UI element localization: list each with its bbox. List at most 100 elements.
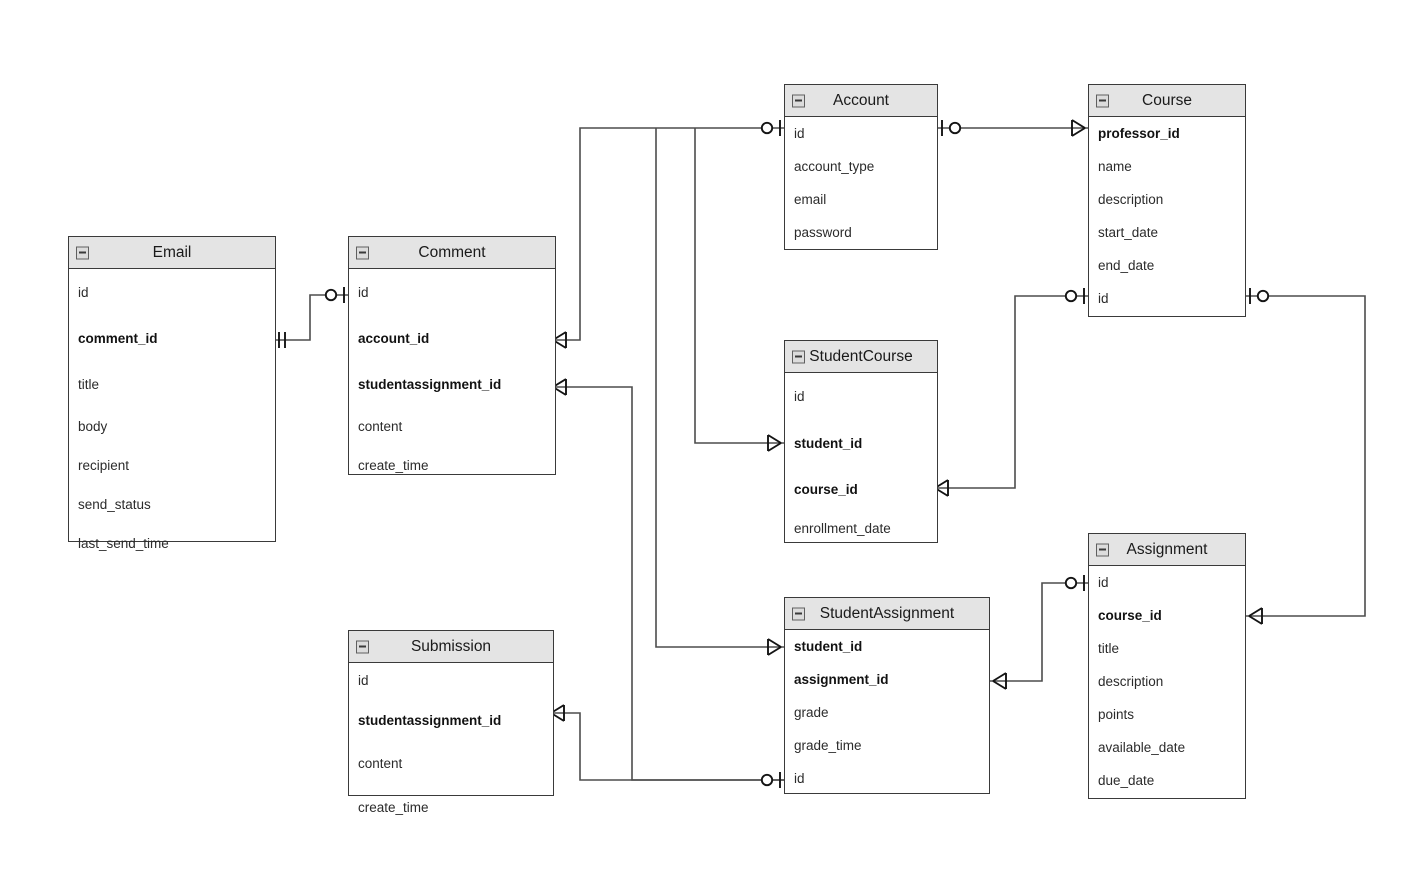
field-row[interactable]: available_date [1089, 731, 1245, 764]
field-row[interactable]: id [785, 117, 937, 150]
minus-square-icon[interactable] [792, 607, 805, 620]
field-row[interactable]: id [785, 762, 989, 795]
marker-zero-or-one-assignment-id [1064, 575, 1085, 591]
field-row[interactable]: account_type [785, 150, 937, 183]
field-row[interactable]: enrollment_date [785, 512, 937, 544]
field-row[interactable]: due_date [1089, 764, 1245, 797]
field-row-key[interactable]: course_id [1089, 599, 1245, 632]
minus-square-icon[interactable] [76, 246, 89, 259]
entity-title: StudentCourse [809, 347, 913, 365]
field-label: description [1098, 192, 1164, 207]
minus-square-icon[interactable] [356, 246, 369, 259]
field-row[interactable]: end_date [1089, 249, 1245, 282]
field-row[interactable]: create_time [349, 785, 553, 829]
entity-title: Course [1142, 91, 1192, 109]
field-label: content [358, 756, 403, 771]
field-row-key[interactable]: student_id [785, 630, 989, 663]
edge-submission-studentassignment [554, 712, 784, 781]
marker-zero-or-one-course-id-left [1064, 288, 1085, 304]
field-label: create_time [358, 458, 429, 473]
field-row[interactable]: recipient [69, 446, 275, 485]
field-label: studentassignment_id [358, 712, 502, 728]
field-row[interactable]: last_send_time [69, 524, 275, 563]
field-label: grade_time [794, 738, 862, 753]
field-row[interactable]: description [1089, 665, 1245, 698]
field-row[interactable]: send_status [69, 485, 275, 524]
field-row[interactable]: id [1089, 566, 1245, 599]
field-row[interactable]: id [785, 373, 937, 420]
field-label: grade [794, 705, 829, 720]
field-row[interactable]: points [1089, 698, 1245, 731]
field-row[interactable]: grade [785, 696, 989, 729]
field-row-key[interactable]: comment_id [69, 315, 275, 361]
marker-many-studentcourse-student [767, 434, 782, 452]
field-row[interactable]: content [349, 742, 553, 785]
field-row[interactable]: content [349, 407, 555, 446]
field-label: course_id [1098, 608, 1162, 623]
field-row[interactable]: id [349, 269, 555, 315]
field-row[interactable]: create_time [349, 446, 555, 485]
marker-many-studentassignment-student [767, 638, 782, 656]
field-row[interactable]: id [349, 663, 553, 698]
field-row[interactable]: email [785, 183, 937, 216]
field-label: due_date [1098, 773, 1155, 788]
field-row-key[interactable]: studentassignment_id [349, 698, 553, 742]
field-label: points [1098, 707, 1135, 722]
minus-square-icon[interactable] [792, 350, 805, 363]
field-row-key[interactable]: assignment_id [785, 663, 989, 696]
minus-square-icon[interactable] [792, 94, 805, 107]
edge-email-comment [276, 294, 348, 341]
edge-studentassignment-account [655, 128, 784, 648]
edge-course-assignment [1246, 295, 1366, 617]
minus-square-icon[interactable] [1096, 543, 1109, 556]
minus-square-icon[interactable] [356, 640, 369, 653]
field-label: send_status [78, 497, 151, 512]
field-row[interactable]: description [1089, 183, 1245, 216]
field-label: id [1098, 291, 1109, 306]
field-row[interactable]: start_date [1089, 216, 1245, 249]
field-row-key[interactable]: professor_id [1089, 117, 1245, 150]
minus-square-icon[interactable] [1096, 94, 1109, 107]
entity-header: Submission [349, 631, 553, 663]
marker-one-mandatory-email [278, 332, 286, 348]
field-label: id [358, 673, 369, 688]
field-row[interactable]: id [1089, 282, 1245, 315]
field-label: start_date [1098, 225, 1159, 240]
field-row[interactable]: title [69, 361, 275, 407]
marker-zero-or-one-comment-id [324, 287, 345, 303]
field-label: id [358, 284, 369, 300]
field-row[interactable]: title [1089, 632, 1245, 665]
edge-studentcourse-account [694, 128, 784, 444]
field-label: recipient [78, 458, 130, 473]
field-label: studentassignment_id [358, 376, 502, 392]
entity-header: Email [69, 237, 275, 269]
field-row-key[interactable]: student_id [785, 420, 937, 466]
marker-zero-or-one-course-id-right [1249, 288, 1270, 304]
field-row-key[interactable]: account_id [349, 315, 555, 361]
field-label: content [358, 419, 403, 434]
field-label: name [1098, 159, 1132, 174]
field-label: end_date [1098, 258, 1155, 273]
field-row[interactable]: name [1089, 150, 1245, 183]
field-row-key[interactable]: studentassignment_id [349, 361, 555, 407]
field-row[interactable]: id [69, 269, 275, 315]
field-label: id [794, 389, 805, 404]
field-row[interactable]: body [69, 407, 275, 446]
field-label: id [78, 284, 89, 300]
field-row[interactable]: password [785, 216, 937, 249]
marker-many-studentassignment-assignment [992, 672, 1007, 690]
field-row-key[interactable]: course_id [785, 466, 937, 512]
field-row[interactable]: grade_time [785, 729, 989, 762]
